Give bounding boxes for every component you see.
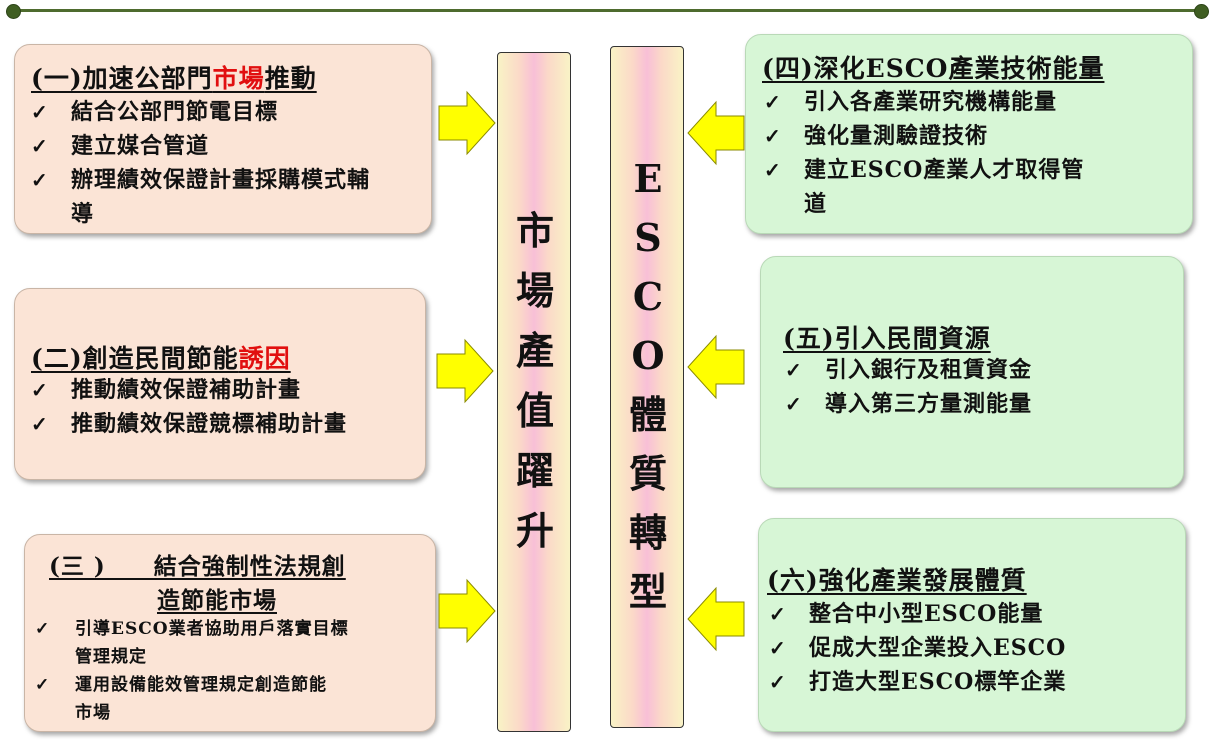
arrow-right-icon (436, 338, 494, 404)
strategy-2-title: (二)創造民間節能誘因 (31, 344, 291, 373)
strategy-4-title: (四)深化ESCO產業技術能量 (762, 54, 1105, 83)
strategy-5-item-1: ✓引入銀行及租賃資金 (785, 357, 1033, 383)
strategy-6-item-2: ✓促成大型企業投入ESCO (769, 635, 1067, 661)
strategy-4-item-3-cont: 道 (804, 191, 828, 217)
arrow-right-icon (438, 578, 496, 644)
arrow-left-icon (687, 100, 745, 166)
strategy-box-2: (二)創造民間節能誘因 ✓推動績效保證補助計畫 ✓推動績效保證競標補助計畫 (14, 288, 426, 480)
strategy-4-item-1: ✓引入各產業研究機構能量 (764, 89, 1058, 115)
strategy-3-item-2-cont: 市場 (75, 703, 111, 723)
strategy-5-item-2: ✓導入第三方量測能量 (785, 391, 1033, 417)
pillar-esco-transform: ESCO體質轉型 (610, 46, 684, 728)
strategy-6-item-1: ✓整合中小型ESCO能量 (769, 601, 1044, 627)
strategy-5-title: (五)引入民間資源 (783, 324, 991, 353)
strategy-1-title: (一)加速公部門市場推動 (31, 64, 317, 93)
strategy-box-6: (六)強化產業發展體質 ✓整合中小型ESCO能量 ✓促成大型企業投入ESCO ✓… (758, 518, 1186, 732)
strategy-3-title-line1: (三 ) 結合強制性法規創 (49, 553, 346, 580)
divider-right-dot (1194, 4, 1209, 19)
strategy-6-item-3: ✓打造大型ESCO標竿企業 (769, 669, 1067, 695)
strategy-3-item-1-cont: 管理規定 (75, 647, 147, 667)
pillar-esco-transform-label: ESCO體質轉型 (628, 156, 667, 614)
strategy-1-item-1: ✓結合公部門節電目標 (31, 99, 279, 125)
strategy-3-item-2: ✓運用設備能效管理規定創造節能 (35, 675, 327, 695)
strategy-6-title: (六)強化產業發展體質 (767, 566, 1027, 595)
strategy-1-item-3: ✓辦理績效保證計畫採購模式輔 (31, 167, 371, 193)
strategy-box-5: (五)引入民間資源 ✓引入銀行及租賃資金 ✓導入第三方量測能量 (760, 256, 1184, 488)
strategy-box-3: (三 ) 結合強制性法規創 造節能市場 ✓引導ESCO業者協助用戶落實目標 管理… (24, 534, 436, 732)
pillar-market-value-label: 市場產值躍升 (515, 208, 554, 553)
arrow-right-icon (438, 90, 496, 156)
strategy-4-item-2: ✓強化量測驗證技術 (764, 123, 989, 149)
divider-left-dot (6, 4, 21, 19)
strategy-box-4: (四)深化ESCO產業技術能量 ✓引入各產業研究機構能量 ✓強化量測驗證技術 ✓… (745, 34, 1193, 234)
strategy-4-item-3: ✓建立ESCO產業人才取得管 (764, 157, 1085, 183)
arrow-left-icon (687, 586, 745, 652)
strategy-3-item-1: ✓引導ESCO業者協助用戶落實目標 (35, 619, 349, 639)
pillar-market-value: 市場產值躍升 (497, 52, 571, 732)
top-divider-line (12, 9, 1203, 12)
strategy-box-1: (一)加速公部門市場推動 ✓結合公部門節電目標 ✓建立媒合管道 ✓辦理績效保證計… (14, 44, 432, 234)
strategy-2-item-2: ✓推動績效保證競標補助計畫 (31, 411, 348, 437)
strategy-2-item-1: ✓推動績效保證補助計畫 (31, 377, 302, 403)
strategy-1-item-2: ✓建立媒合管道 (31, 133, 210, 159)
strategy-1-item-3-cont: 導 (71, 201, 95, 227)
strategy-3-title-line2: 造節能市場 (157, 587, 277, 614)
arrow-left-icon (687, 334, 745, 400)
